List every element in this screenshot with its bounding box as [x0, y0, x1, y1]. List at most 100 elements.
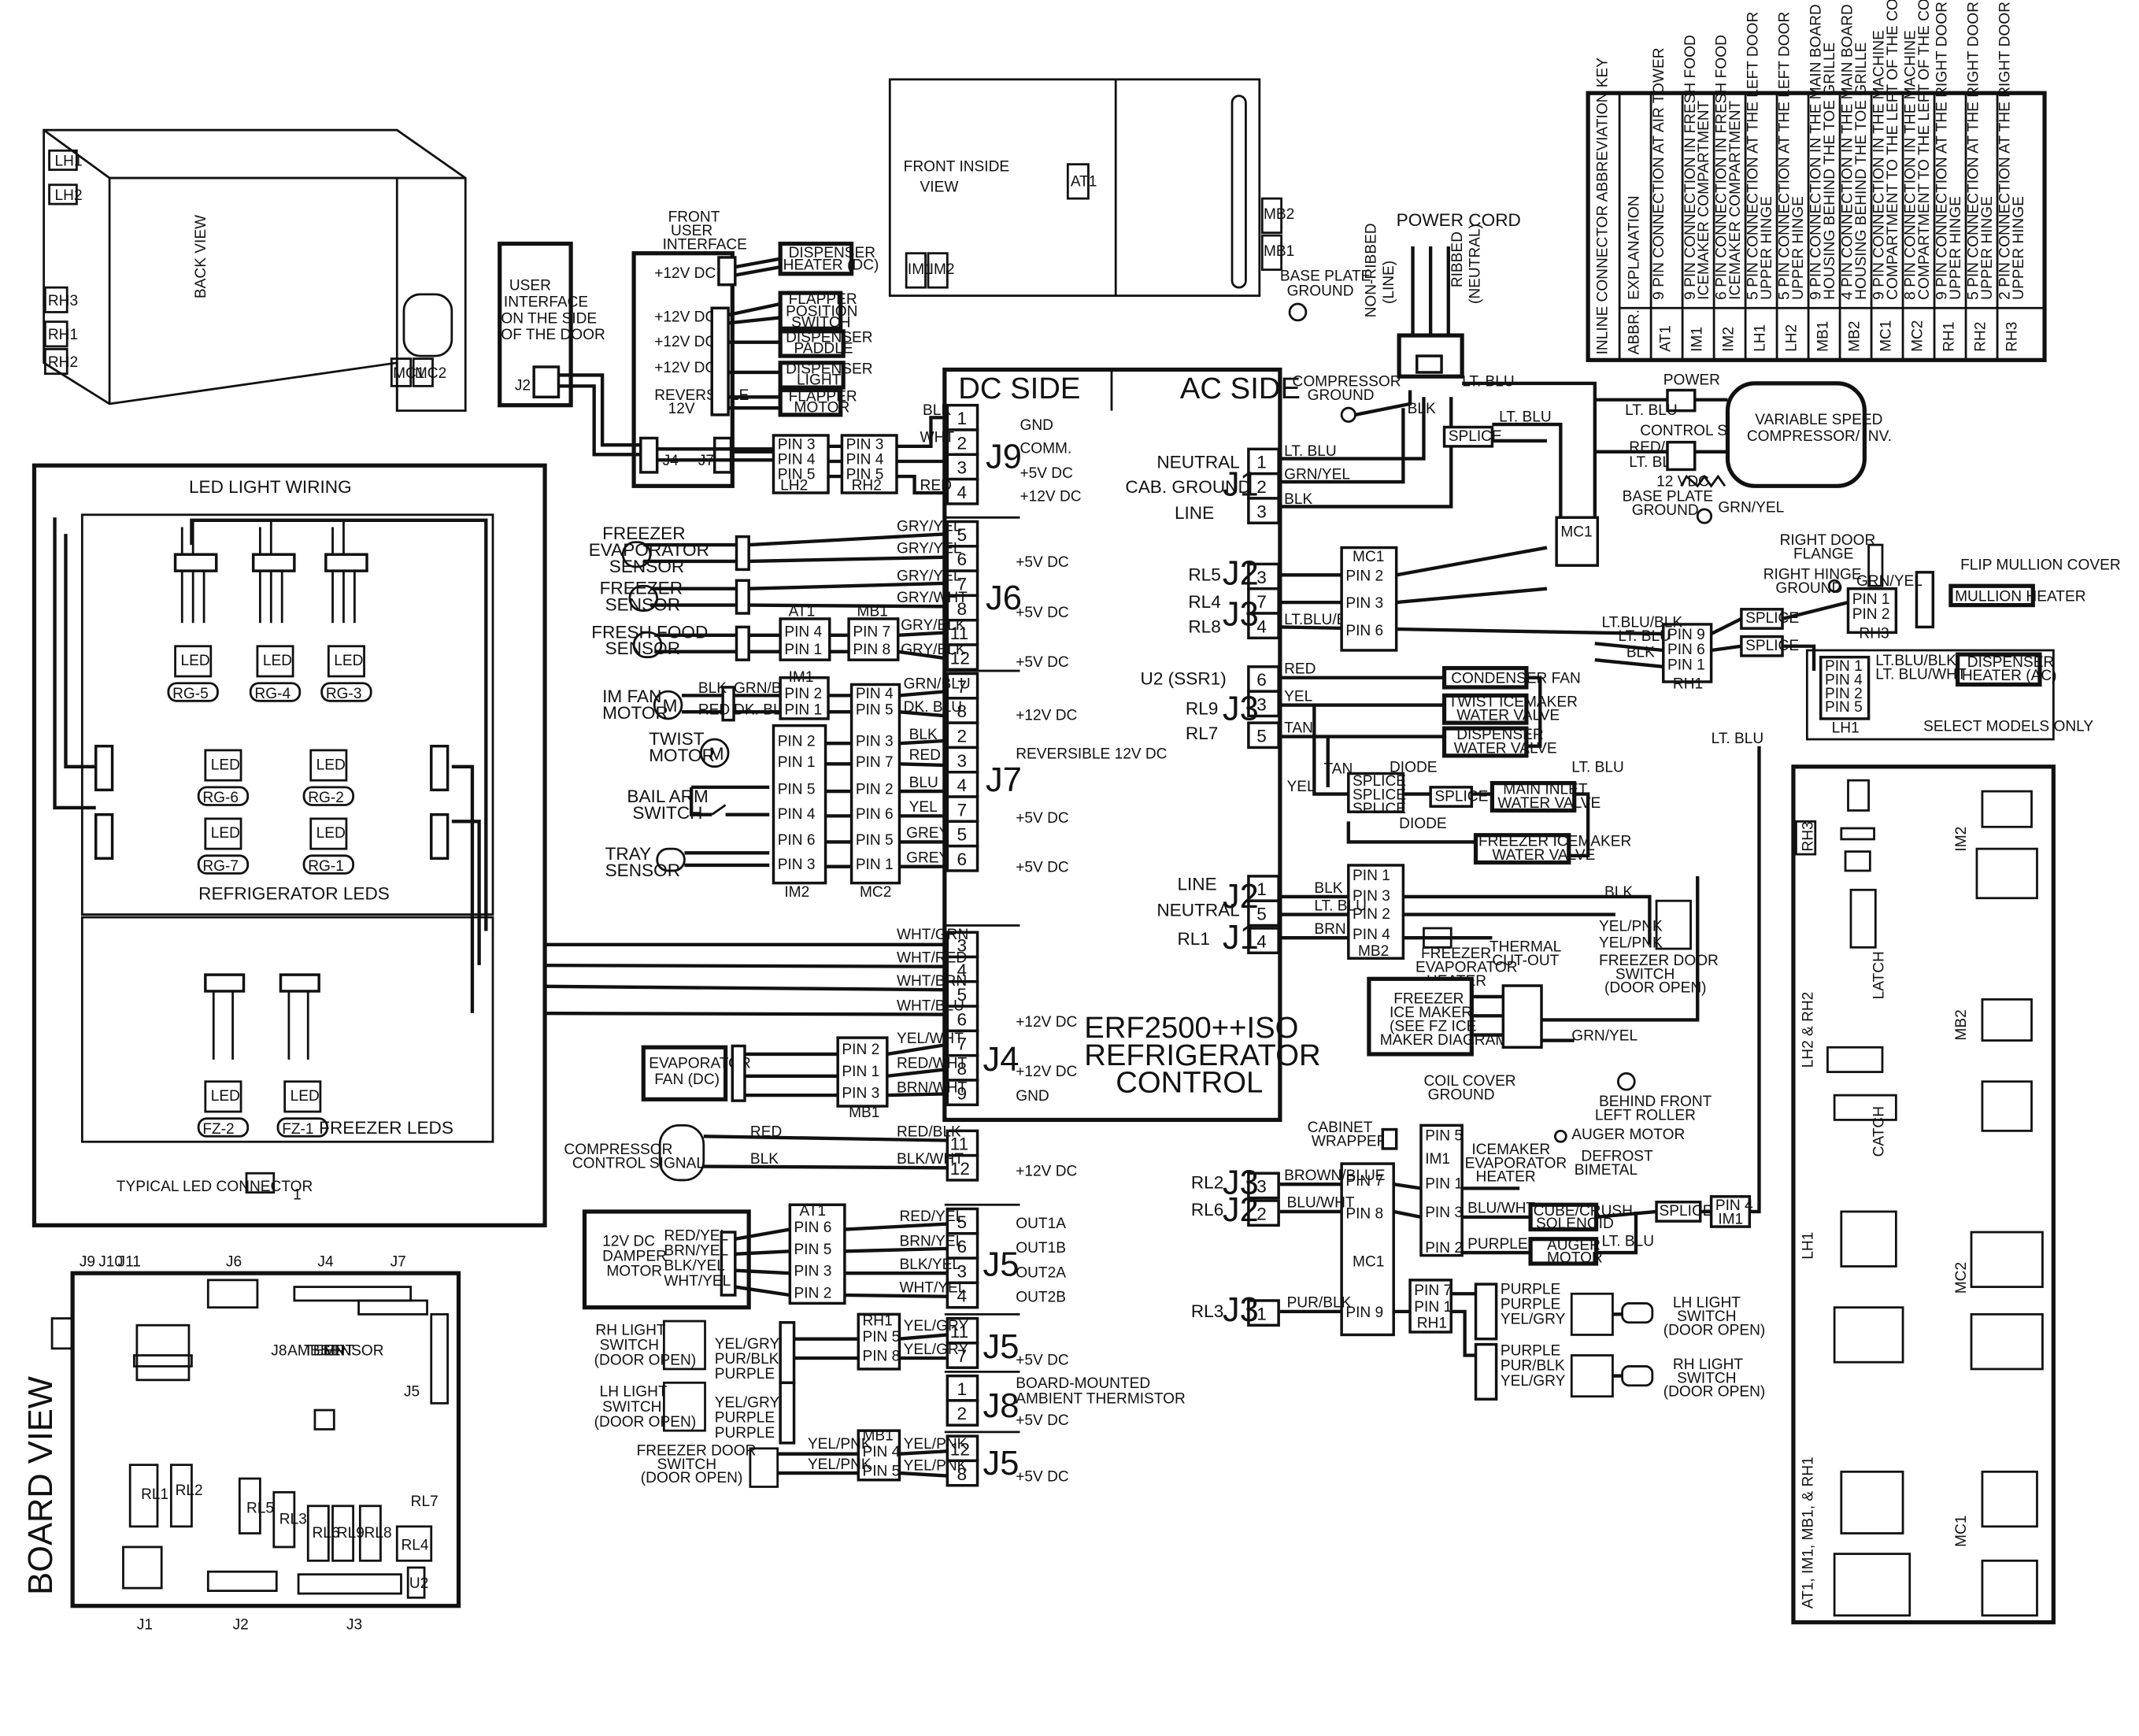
- svg-text:BLU/WHT: BLU/WHT: [1287, 1195, 1355, 1212]
- svg-text:+12V DC: +12V DC: [1016, 1064, 1077, 1080]
- svg-text:YEL/GRY: YEL/GRY: [904, 1342, 969, 1358]
- svg-text:+5V DC: +5V DC: [1016, 1412, 1069, 1429]
- svg-text:TWIST: TWIST: [649, 729, 704, 749]
- svg-text:YEL/PNK: YEL/PNK: [1599, 935, 1663, 951]
- dc-pin: [946, 1129, 979, 1157]
- abbr-code: IM1: [1689, 327, 1705, 352]
- svg-text:COMPRESSOR: COMPRESSOR: [1293, 373, 1401, 390]
- svg-text:RED: RED: [750, 1123, 782, 1140]
- svg-text:J2: J2: [1223, 1191, 1259, 1229]
- svg-text:PIN 2: PIN 2: [1345, 568, 1383, 584]
- led-text: LED: [334, 653, 363, 669]
- abbr-explanation: UPPER HINGE: [1948, 196, 1964, 300]
- led-group-label: RG-6: [202, 790, 239, 806]
- svg-text:USER: USER: [509, 278, 551, 294]
- board-view: BOARD VIEW J9 J10 J11 J6 J4 J7 J8 AMBIEN…: [22, 1253, 461, 1633]
- front-inside-view: AT1 IM1 IM2 MB2 MB1 FRONT INSIDE VIEW: [888, 78, 1294, 297]
- svg-text:EVAPORATOR: EVAPORATOR: [589, 540, 709, 560]
- svg-text:PIN 4: PIN 4: [778, 806, 816, 823]
- svg-text:J2: J2: [1223, 878, 1259, 916]
- svg-text:FLAPPER: FLAPPER: [789, 291, 857, 308]
- svg-text:LT. BLU: LT. BLU: [1618, 628, 1671, 645]
- dc-pin: [946, 672, 979, 700]
- svg-text:YEL/PNK: YEL/PNK: [1599, 918, 1663, 935]
- abbr-explanation: UPPER HINGE: [1979, 196, 1996, 300]
- connector-views: RH3 LATCH IM2 LH2 & RH2 CATCH MB2 LH1 MC…: [1791, 764, 2056, 1625]
- abbr-code: RH3: [2004, 322, 2020, 352]
- svg-text:PIN 3: PIN 3: [846, 436, 884, 453]
- led-module: [309, 749, 348, 782]
- svg-text:FRESH FOOD: FRESH FOOD: [591, 622, 708, 642]
- svg-text:GROUND: GROUND: [1775, 580, 1842, 597]
- dc-pin-number: 3: [957, 1261, 967, 1281]
- svg-text:RL2: RL2: [176, 1482, 203, 1499]
- svg-text:SPLICE: SPLICE: [1660, 1203, 1713, 1220]
- svg-text:WATER VALVE: WATER VALVE: [1492, 847, 1595, 864]
- ac-pin-number: 3: [1256, 694, 1267, 714]
- svg-text:J3: J3: [1223, 596, 1259, 634]
- abbr-explanation: UPPER HINGE: [1790, 196, 1807, 300]
- svg-text:+5V DC: +5V DC: [1016, 654, 1069, 671]
- led-module: [174, 645, 213, 678]
- svg-text:GRY/BLK: GRY/BLK: [901, 617, 966, 634]
- dc-pin: [946, 1005, 979, 1033]
- svg-text:BLK: BLK: [1284, 491, 1312, 508]
- dc-pin-number: 6: [957, 550, 967, 569]
- svg-text:LH LIGHT: LH LIGHT: [600, 1384, 668, 1401]
- svg-text:PIN 4: PIN 4: [1715, 1197, 1753, 1214]
- svg-text:J1: J1: [137, 1616, 153, 1633]
- svg-text:PIN 2: PIN 2: [856, 782, 894, 798]
- svg-text:BLK: BLK: [1408, 401, 1436, 417]
- ac-connector-labels: NEUTRAL CAB. GROUND LINE J1 RL5 RL4 RL8 …: [1125, 453, 1258, 1329]
- svg-text:MC2: MC2: [860, 884, 891, 901]
- svg-text:12V: 12V: [668, 401, 695, 417]
- svg-text:SWITCH: SWITCH: [602, 1399, 661, 1416]
- svg-text:LT. BLU: LT. BLU: [1625, 402, 1678, 419]
- abbr-code: AT1: [1657, 325, 1674, 352]
- svg-text:AT1: AT1: [789, 604, 816, 620]
- abbr-explanation: 8 PIN CONNECTION IN THE MACHINE: [1903, 30, 1919, 300]
- svg-text:MB1: MB1: [849, 1105, 879, 1121]
- svg-text:+5V DC: +5V DC: [1016, 1468, 1069, 1485]
- svg-text:NEUTRAL: NEUTRAL: [1156, 900, 1239, 920]
- svg-text:RED/YEL: RED/YEL: [899, 1209, 964, 1225]
- svg-text:12V DC: 12V DC: [602, 1233, 655, 1249]
- svg-text:PIN 2: PIN 2: [1825, 686, 1863, 702]
- svg-text:+12V DC: +12V DC: [654, 334, 716, 350]
- svg-text:J10: J10: [98, 1253, 123, 1270]
- svg-text:SELECT MODELS ONLY: SELECT MODELS ONLY: [1923, 719, 2093, 735]
- control-title-3: CONTROL: [1116, 1066, 1263, 1100]
- svg-text:PIN 3: PIN 3: [1353, 888, 1390, 905]
- svg-text:SPLICE: SPLICE: [1434, 788, 1488, 805]
- ac-pin: [1247, 1199, 1280, 1227]
- svg-text:LH1: LH1: [55, 153, 83, 169]
- dc-pin-number: 1: [957, 409, 967, 428]
- svg-text:GROUND: GROUND: [1428, 1086, 1495, 1103]
- svg-text:RL8: RL8: [365, 1525, 392, 1542]
- ac-pin-number: 4: [1256, 931, 1267, 951]
- svg-text:COIL COVER: COIL COVER: [1423, 1073, 1515, 1090]
- svg-text:LATCH: LATCH: [1871, 951, 1888, 999]
- dc-pin: [946, 721, 979, 750]
- svg-text:PIN 3: PIN 3: [842, 1086, 879, 1102]
- svg-text:DIODE: DIODE: [1399, 816, 1447, 832]
- svg-text:J2: J2: [515, 378, 531, 394]
- svg-text:WHT: WHT: [920, 430, 955, 446]
- svg-text:GREY: GREY: [906, 850, 949, 867]
- svg-text:PIN 3: PIN 3: [794, 1264, 832, 1280]
- svg-text:RED: RED: [1284, 661, 1316, 678]
- svg-text:(DOOR OPEN): (DOOR OPEN): [1604, 980, 1707, 997]
- svg-text:DEFROST: DEFROST: [1581, 1149, 1653, 1165]
- svg-text:BLK: BLK: [750, 1151, 779, 1168]
- svg-text:PIN 1: PIN 1: [784, 702, 822, 719]
- svg-text:TAN: TAN: [1324, 761, 1353, 777]
- svg-text:PIN 1: PIN 1: [1414, 1299, 1452, 1316]
- svg-text:J11: J11: [118, 1253, 141, 1270]
- svg-text:MAIN INLET: MAIN INLET: [1503, 782, 1588, 798]
- svg-text:GRY/YEL: GRY/YEL: [897, 568, 962, 584]
- abbr-explanation: UPPER HINGE: [1759, 196, 1775, 300]
- front-user-interface: FRONT USER INTERFACE +12V DC +12V DC +12…: [631, 209, 749, 488]
- svg-text:PIN 2: PIN 2: [1353, 906, 1390, 923]
- led-module: [327, 645, 365, 678]
- svg-text:PIN 3: PIN 3: [778, 857, 816, 873]
